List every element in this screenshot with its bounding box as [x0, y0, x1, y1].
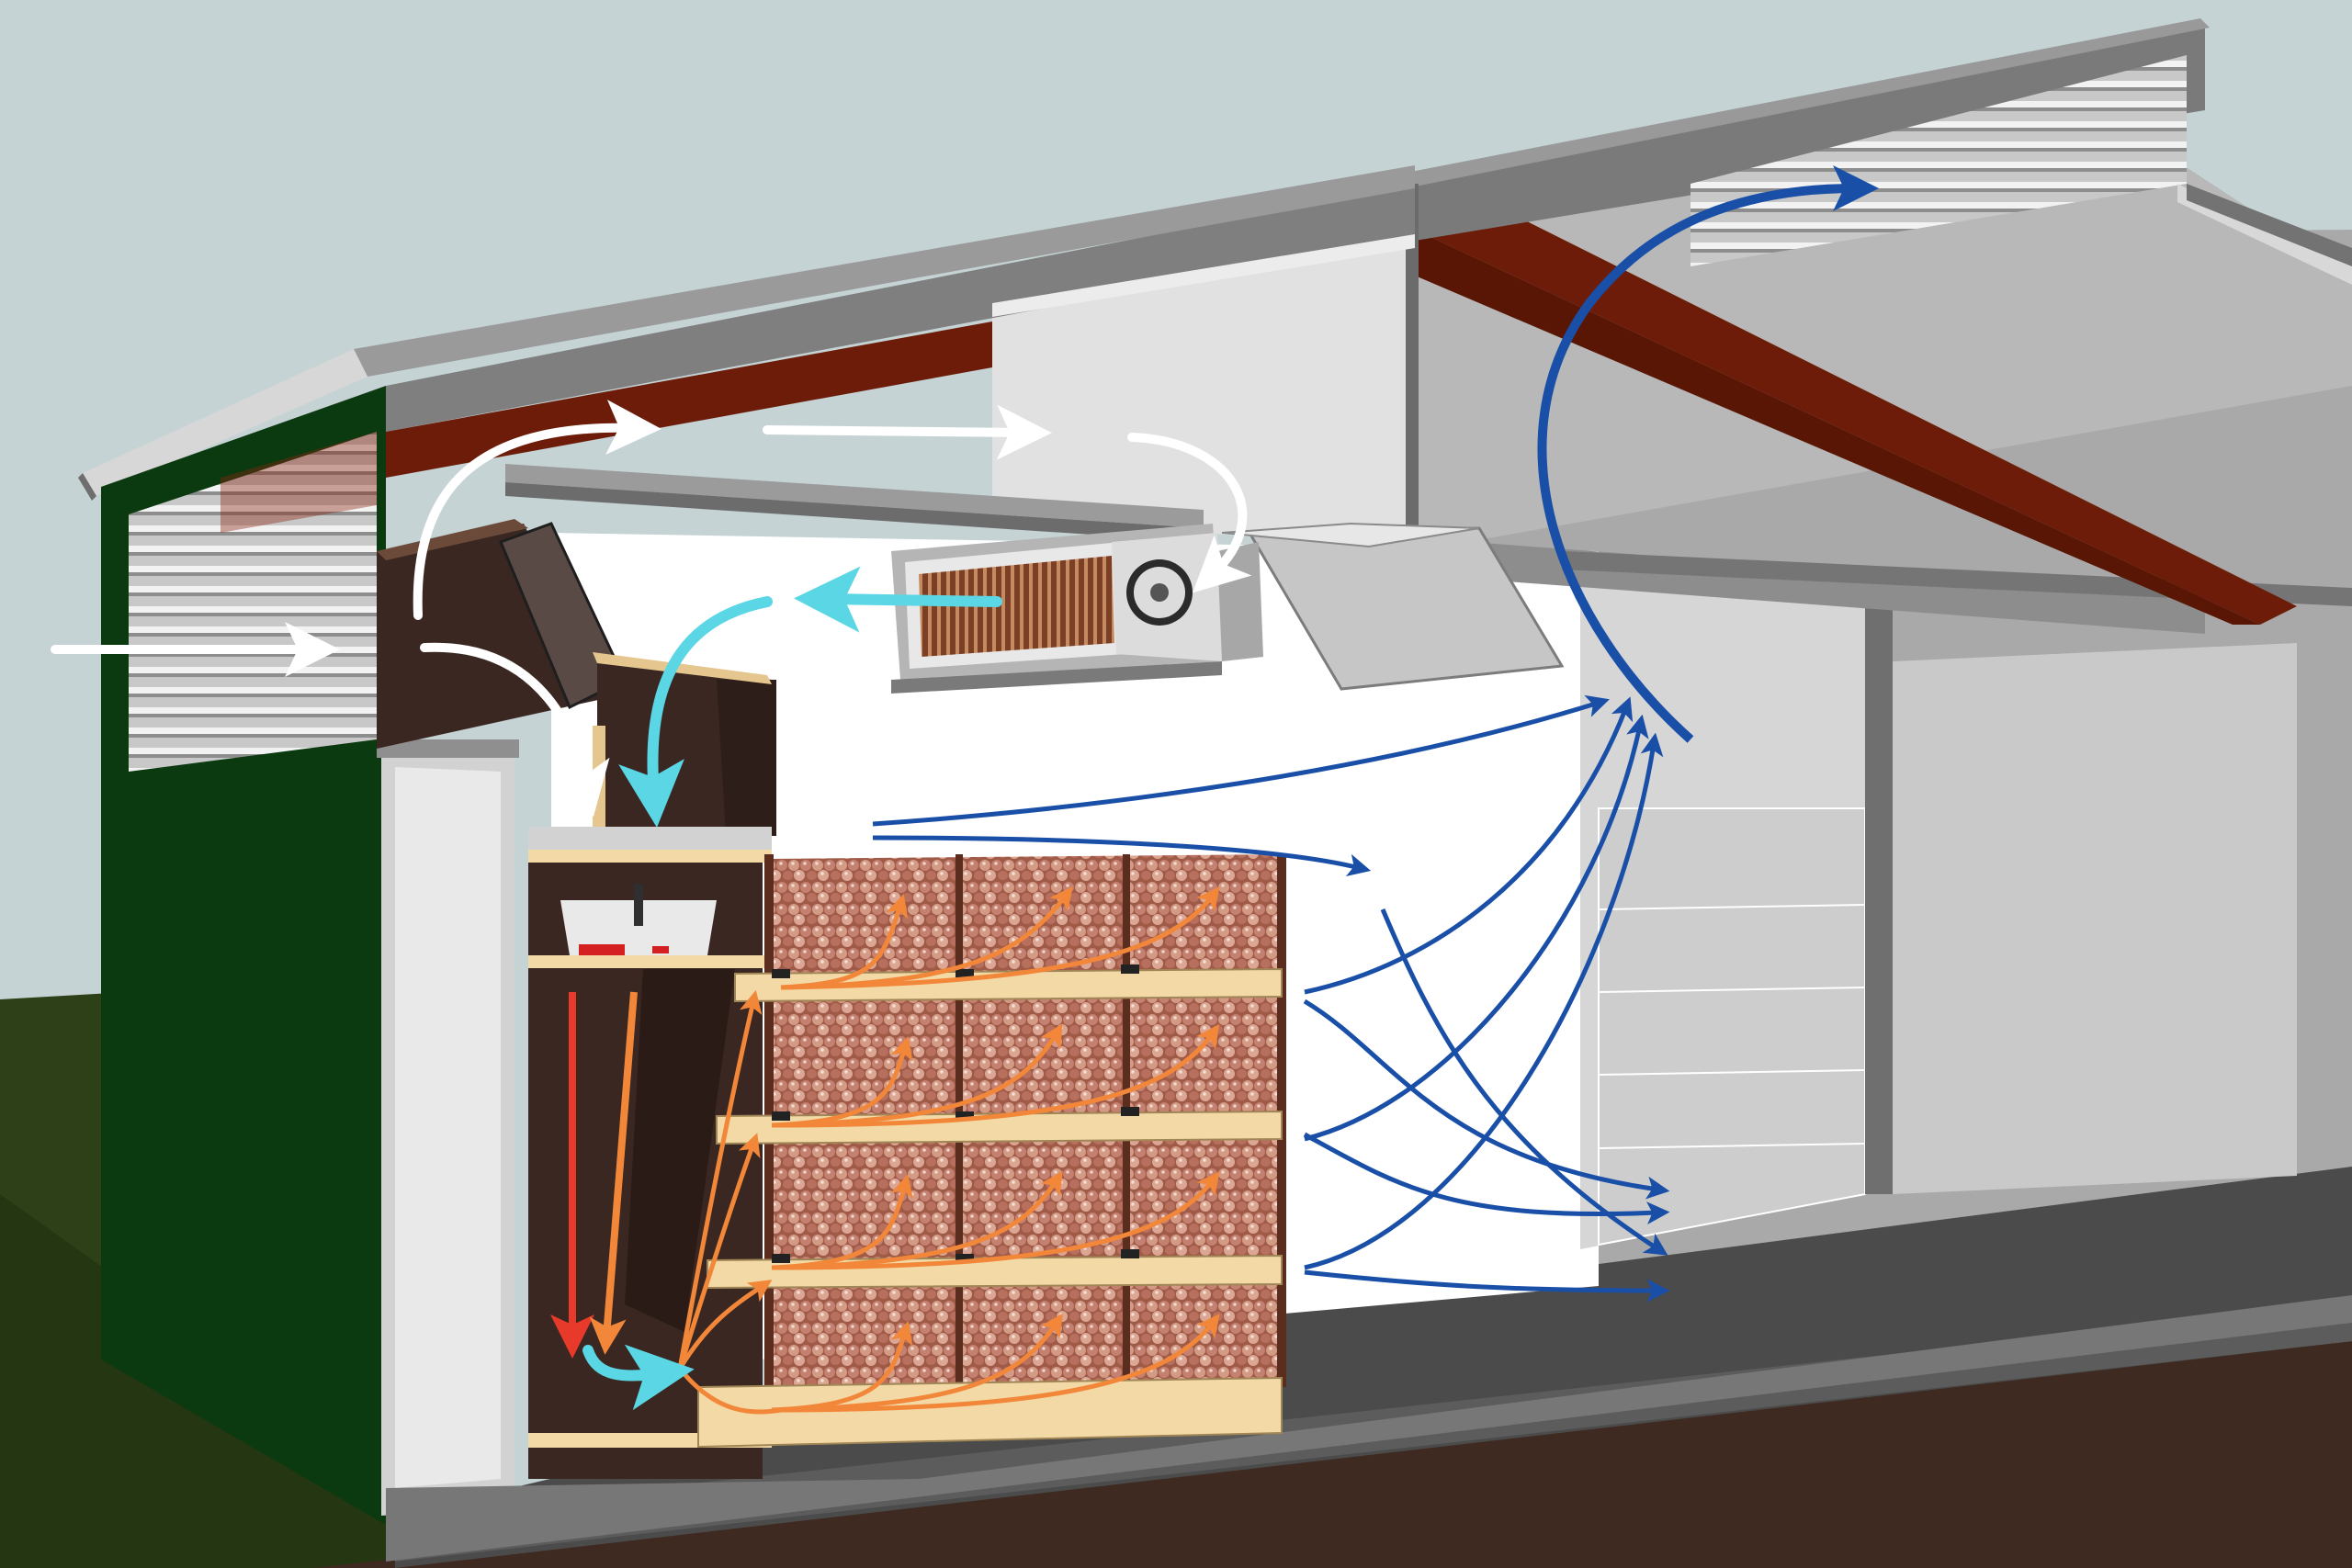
plenum-band-2: [528, 955, 772, 968]
roof-rafter: [1415, 216, 2297, 625]
duct-canopy-front: [505, 482, 1204, 542]
onion-crates: [697, 854, 1286, 1449]
duct-canopy: [505, 464, 1204, 528]
plenum-band-1: [528, 850, 772, 863]
left-roof-eave-edge: [78, 473, 96, 501]
left-roof-soffit: [992, 234, 1415, 317]
gable-wall: [992, 230, 1415, 551]
distribution-duct-side: [717, 680, 776, 836]
louvered-intake: [129, 432, 377, 772]
gable-post: [1406, 184, 1419, 551]
intake-damper-top: [377, 519, 528, 560]
upper-roof: [1406, 23, 2205, 241]
heater-fan: [560, 884, 717, 955]
exhaust-main-arrow: [1537, 165, 1879, 743]
exhaust-louver: [1690, 55, 2187, 266]
right-roof-fascia-top: [2187, 184, 2352, 266]
floor-slab: [386, 1295, 2352, 1562]
recirculated-cool-air: [582, 566, 1002, 1411]
exhaust-air: [872, 694, 1670, 1303]
left-roof-eave: [83, 349, 368, 496]
wall-section-inner: [395, 767, 501, 1488]
rafter-shadow: [1415, 230, 2260, 625]
hood-top: [1221, 522, 1480, 548]
plenum-baffle: [625, 969, 735, 1332]
louvered-intake-redglow: [220, 432, 377, 533]
air-cooler-unit: [891, 524, 1222, 694]
duct-trim: [593, 652, 772, 684]
crate-through-flow: [677, 886, 1220, 1415]
ceiling-shelf-right-2: [1562, 551, 2352, 606]
warm-air-arrow: [589, 991, 638, 1355]
roller-door-bay: [1893, 643, 2297, 1194]
wall-section-top: [377, 739, 519, 758]
door-frame: [1865, 570, 1893, 1194]
upper-roof-top: [1396, 18, 2210, 188]
interior-ceiling-slope: [1415, 119, 2352, 551]
side-room-panel: [1598, 807, 1866, 1247]
duct-post: [593, 726, 605, 836]
left-roof-underside: [386, 184, 1415, 432]
outside-air-intake: [51, 400, 1252, 818]
plenum-top-plate: [528, 827, 772, 852]
left-roof-top: [354, 165, 1415, 377]
